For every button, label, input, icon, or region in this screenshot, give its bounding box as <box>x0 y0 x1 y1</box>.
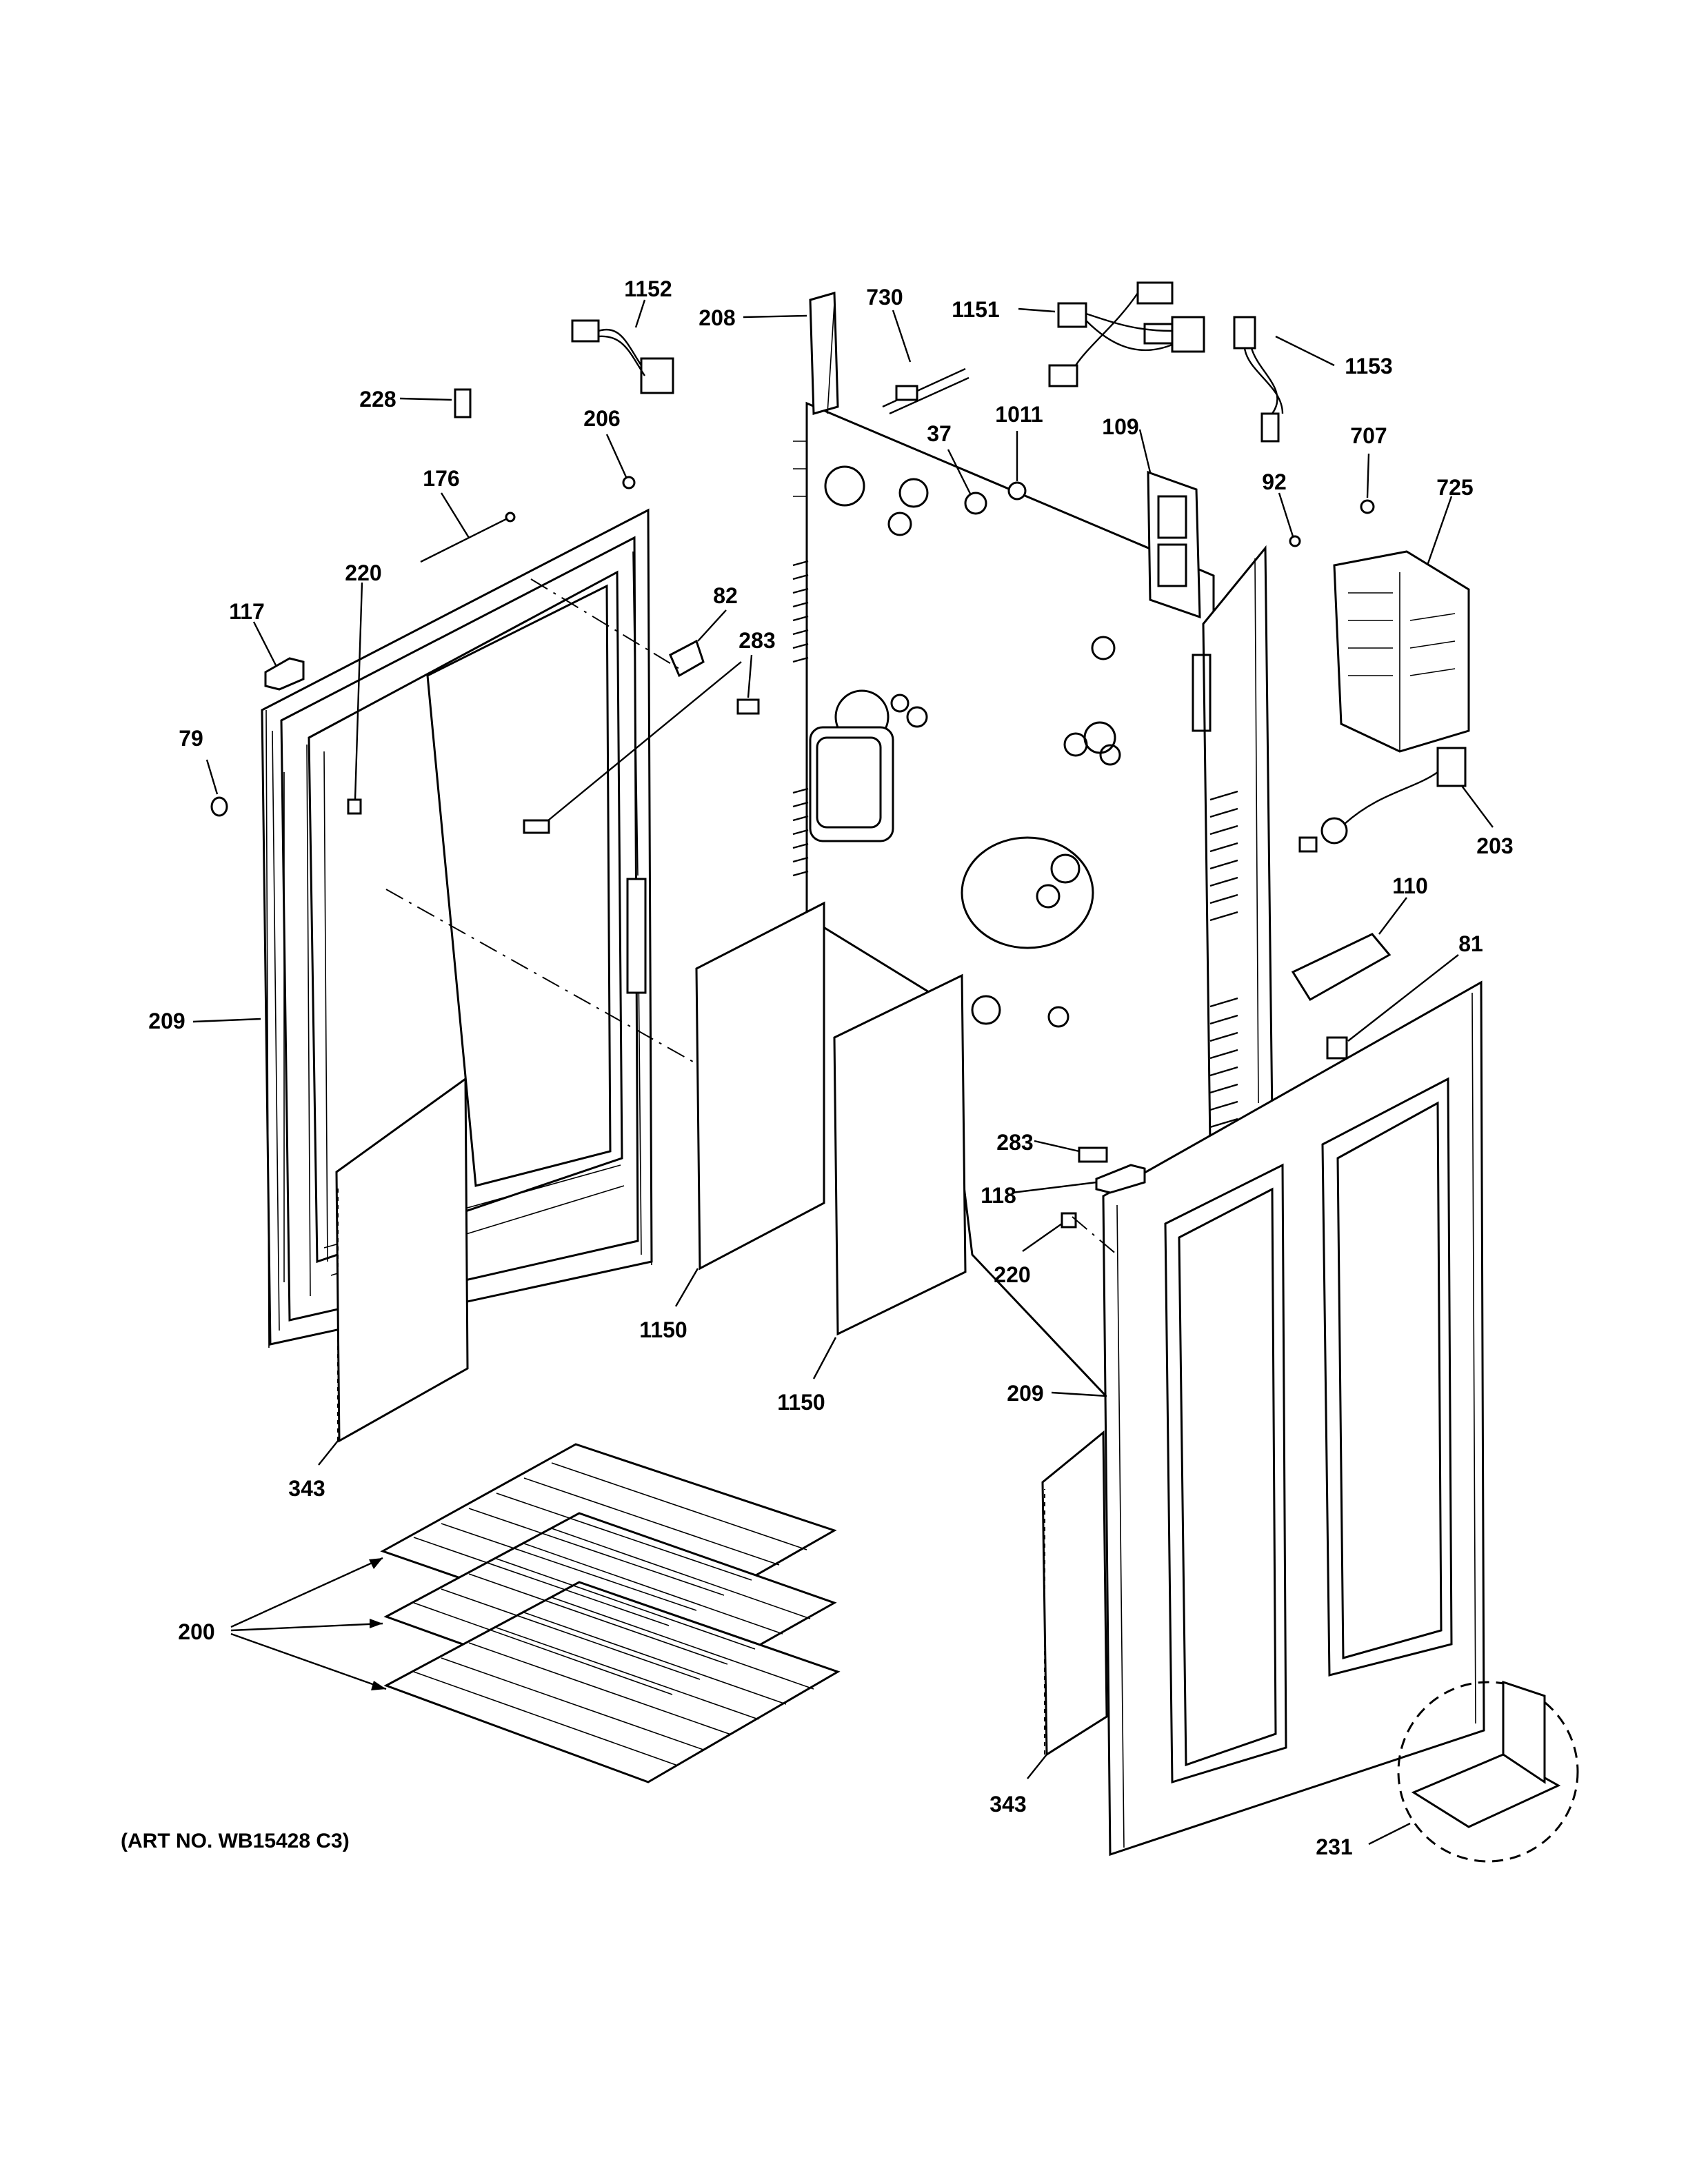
screw-206 <box>622 476 636 489</box>
insulation-sheet-1150-a <box>695 901 825 1271</box>
bracket-82 <box>669 639 705 678</box>
callout-725: 725 <box>1436 475 1473 500</box>
control-board-109 <box>1147 470 1201 619</box>
callout-176: 176 <box>423 466 459 491</box>
callout-208: 208 <box>699 305 735 330</box>
ring-79 <box>210 796 228 817</box>
callout-220-left: 220 <box>345 560 381 585</box>
hinge-117 <box>264 657 305 691</box>
callout-110: 110 <box>1392 873 1428 898</box>
callout-1151: 1151 <box>952 297 999 322</box>
clip-220-right <box>1061 1212 1077 1228</box>
alignment-line-c <box>1072 1216 1118 1255</box>
callout-82: 82 <box>713 583 738 608</box>
clip-283-lower-right <box>1078 1146 1108 1163</box>
callout-343-left: 343 <box>288 1476 325 1501</box>
callout-118: 118 <box>981 1183 1016 1208</box>
insulation-sheet-1150-b <box>833 973 967 1336</box>
rod-176 <box>420 512 516 563</box>
clip-228 <box>454 388 472 418</box>
callout-228: 228 <box>359 387 396 412</box>
art-number-caption: (ART NO. WB15428 C3) <box>121 1830 350 1852</box>
bracket-725 <box>1333 550 1470 753</box>
callout-117: 117 <box>229 599 265 624</box>
callout-200: 200 <box>178 1619 214 1644</box>
right-vent-slots <box>1209 790 1238 1129</box>
callout-203: 203 <box>1476 833 1513 858</box>
callout-1152: 1152 <box>624 276 672 301</box>
sensor-730 <box>882 367 969 415</box>
callout-707: 707 <box>1350 423 1387 448</box>
clip-283-lower-left <box>523 819 550 834</box>
hinge-118 <box>1095 1164 1146 1194</box>
right-side-panel <box>1102 980 1485 1857</box>
callout-1150-a: 1150 <box>639 1317 687 1342</box>
wire-harness-1153 <box>1233 316 1284 443</box>
callout-92: 92 <box>1262 469 1287 494</box>
callout-231: 231 <box>1316 1834 1352 1859</box>
callout-209-right: 209 <box>1007 1381 1043 1406</box>
clip-220-left <box>347 798 362 815</box>
callout-209-left: 209 <box>148 1009 185 1033</box>
callout-343-right: 343 <box>989 1792 1026 1817</box>
bracket-110 <box>1291 933 1391 1002</box>
part-37 <box>964 492 987 515</box>
alignment-line-b <box>530 578 680 669</box>
callout-283-lower: 283 <box>996 1130 1033 1155</box>
left-vent-slots <box>792 560 809 877</box>
callout-220-right: 220 <box>994 1262 1030 1287</box>
wire-harness-1152 <box>571 319 674 394</box>
screw-92 <box>1289 535 1301 547</box>
clip-283-upper <box>736 698 760 715</box>
wire-harness-1151 <box>1048 281 1205 387</box>
callout-1150-b: 1150 <box>777 1390 825 1415</box>
leader-lines <box>192 299 1494 1846</box>
insulation-sheet-343-right <box>1041 1430 1108 1757</box>
callout-labels: 1152 208 730 1151 1153 228 206 37 1011 1… <box>148 276 1513 1859</box>
callout-1011: 1011 <box>995 402 1043 427</box>
callout-79: 79 <box>179 726 203 751</box>
oven-racks <box>380 1443 841 1783</box>
callout-730: 730 <box>866 285 903 310</box>
callout-283-upper: 283 <box>738 628 775 653</box>
callout-81: 81 <box>1458 931 1483 956</box>
clip-81 <box>1326 1036 1348 1060</box>
insulation-sheet-343-left <box>335 1077 469 1443</box>
alignment-line-a <box>385 889 694 1062</box>
callout-37: 37 <box>927 421 952 446</box>
power-cord-203 <box>1298 747 1467 853</box>
nut-1011 <box>1007 481 1027 501</box>
callout-206: 206 <box>583 406 620 431</box>
left-side-panel <box>261 508 653 1348</box>
callout-1153: 1153 <box>1345 354 1392 378</box>
callout-109: 109 <box>1102 414 1138 439</box>
detail-circle-231 <box>1397 1680 1579 1863</box>
part-707 <box>1360 499 1375 514</box>
